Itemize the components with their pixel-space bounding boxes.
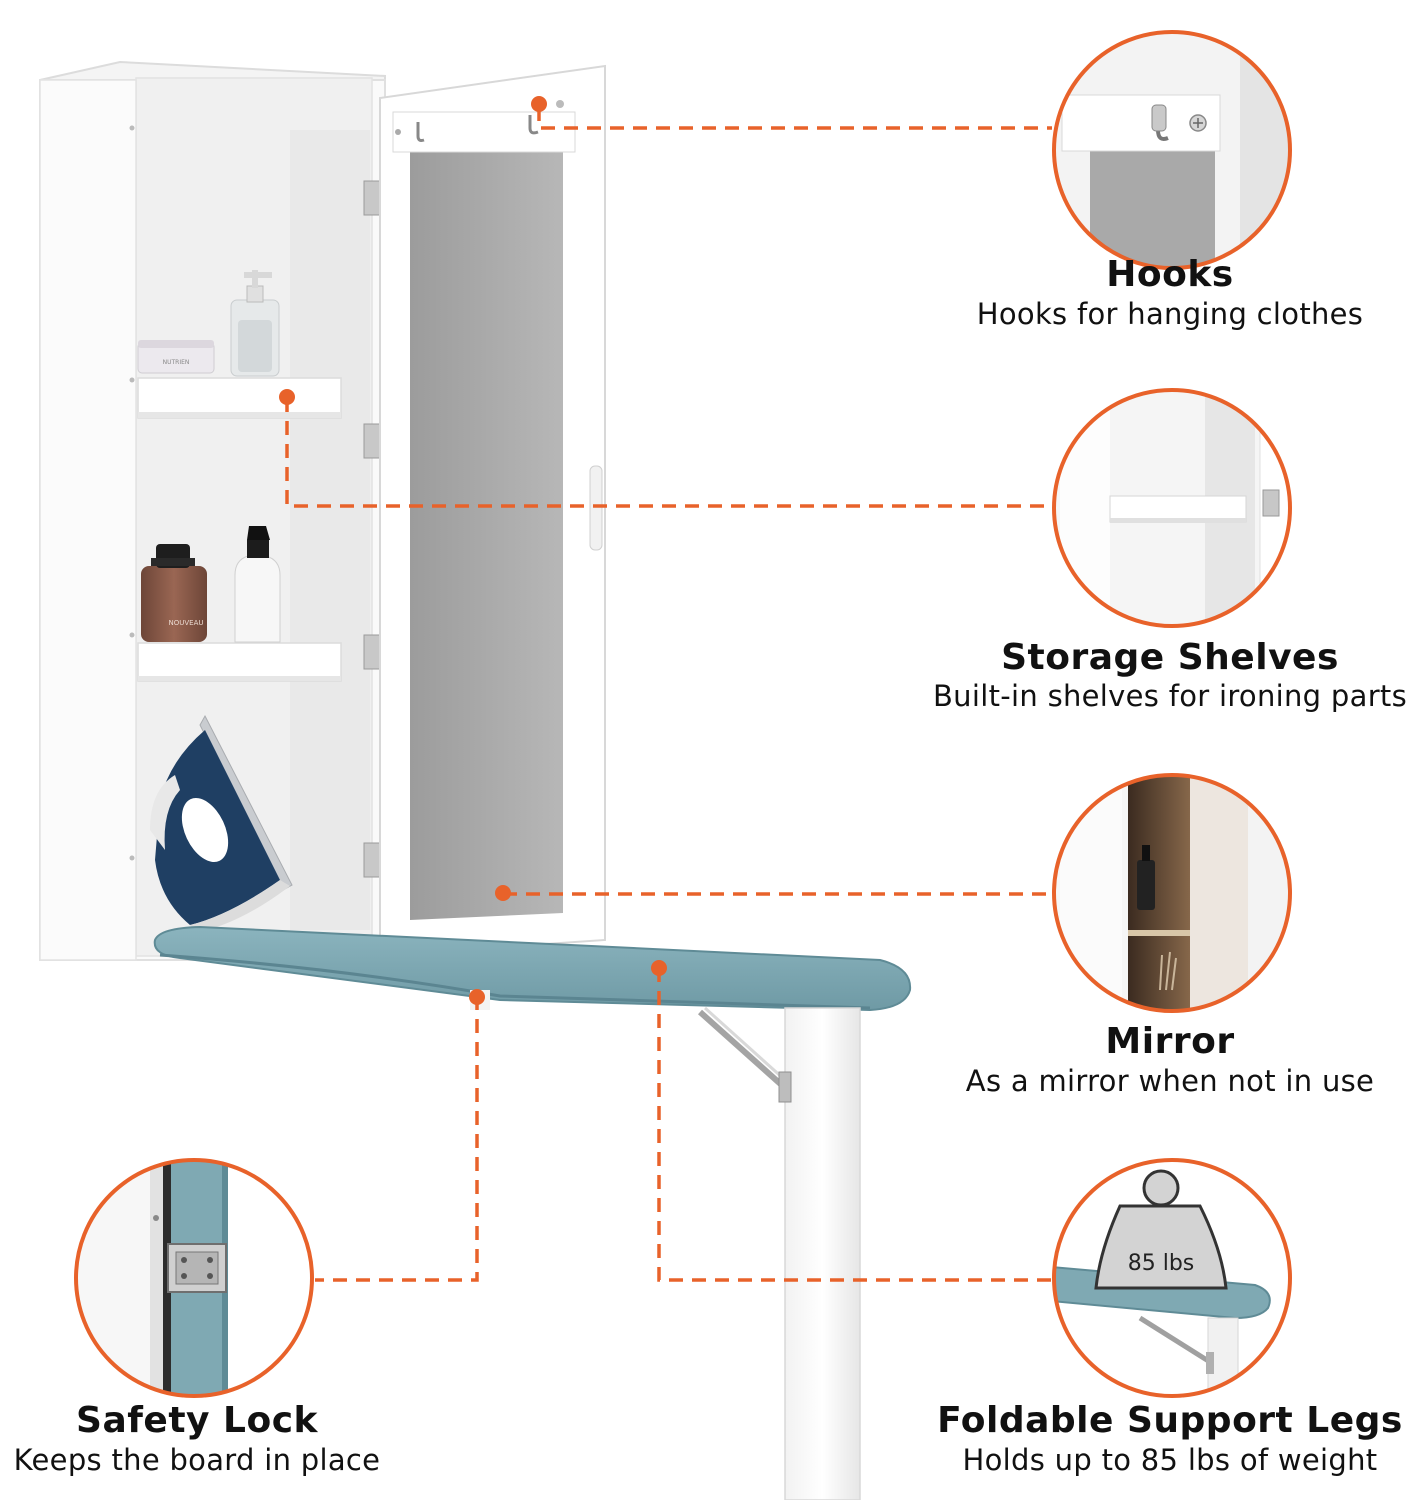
storage-shelves-title: Storage Shelves [1001,637,1339,678]
cabinet: NUTRIEN NOUVEAU [38,60,606,961]
storage-zoom-circle [1052,388,1292,628]
mirror-desc: As a mirror when not in use [965,1064,1375,1098]
pump-bottle [230,270,280,377]
legs-callout-line [657,968,1052,1282]
storage-callout-line [285,398,1052,508]
hooks-desc: Hooks for hanging clothes [976,297,1364,331]
mirror-zoom-circle [1052,773,1292,1013]
mirror-door [379,64,606,957]
bottle-label: NOUVEAU [169,619,204,627]
lower-shelf [137,642,342,682]
cosmetic-jar: NUTRIEN [137,340,215,374]
weight-icon: 85 lbs [1094,1169,1228,1290]
support-legs-title: Foldable Support Legs [937,1400,1403,1441]
safety-callout-line [315,996,479,1282]
spray-bottle [234,526,281,643]
callout-lines [285,107,1052,1282]
jar-label: NUTRIEN [163,359,190,366]
safety-lock-title: Safety Lock [76,1400,318,1441]
perfume-bottle: NOUVEAU [141,544,207,642]
upper-shelf [137,377,342,419]
safety-lock-desc: Keeps the board in place [13,1443,381,1477]
hooks-title: Hooks [1106,254,1234,295]
hooks-callout-line [537,107,1052,130]
callout-dots [279,96,667,1005]
ironing-board [153,925,912,1500]
clothes-iron [150,714,293,933]
hooks-zoom-circle [1052,30,1292,270]
storage-shelves-desc: Built-in shelves for ironing parts [932,679,1408,713]
safety-lock-zoom-circle [74,1158,314,1398]
mirror-title: Mirror [1105,1021,1235,1062]
support-legs-desc: Holds up to 85 lbs of weight [962,1443,1378,1477]
weight-label: 85 lbs [1128,1251,1195,1276]
